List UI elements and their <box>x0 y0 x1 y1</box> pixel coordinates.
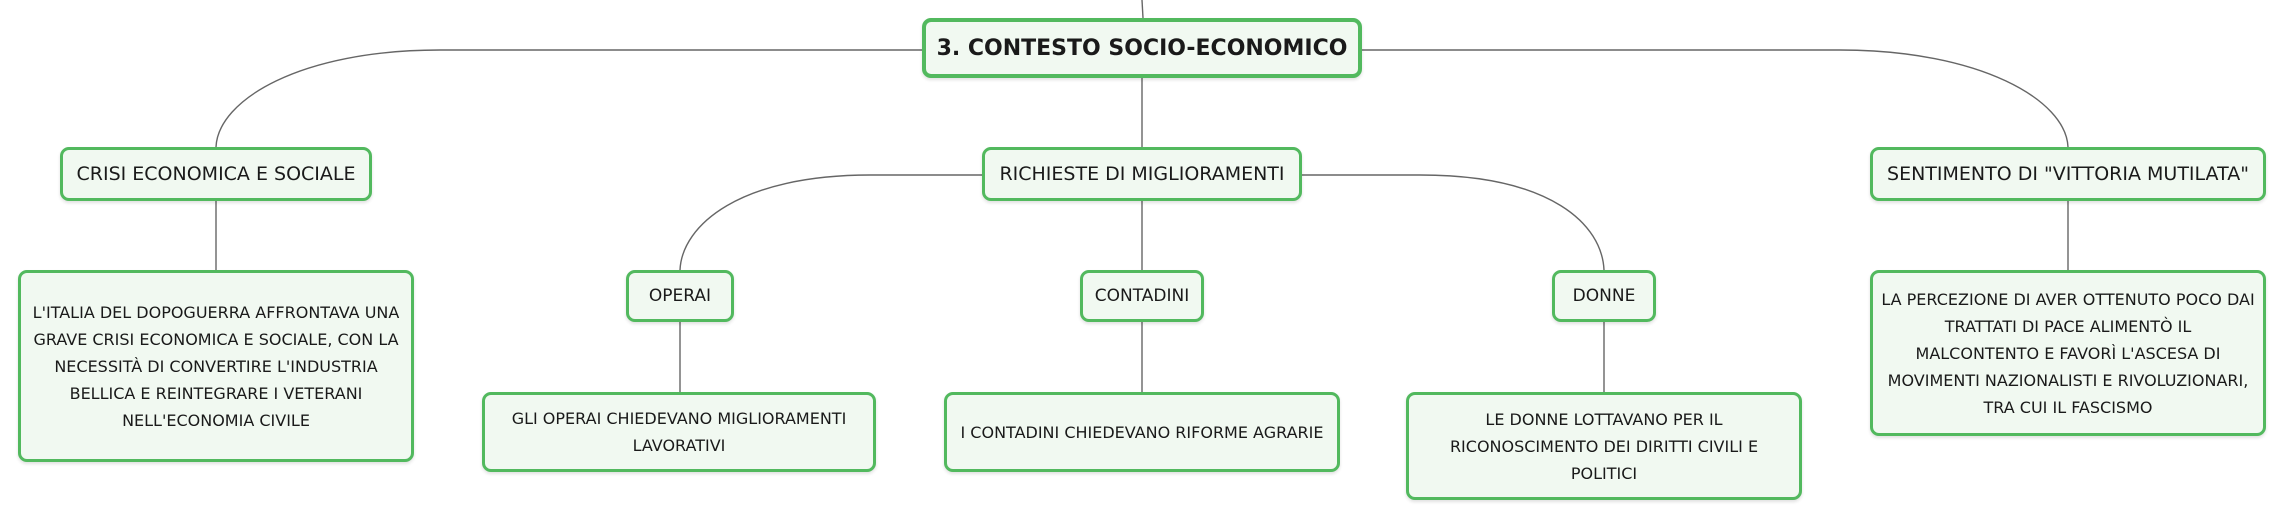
detail-contadini[interactable]: I CONTADINI CHIEDEVANO RIFORME AGRARIE <box>944 392 1340 472</box>
detail-vittoria-mutilata[interactable]: LA PERCEZIONE DI AVER OTTENUTO POCO DAI … <box>1870 270 2266 436</box>
subtopic-operai[interactable]: OPERAI <box>626 270 734 322</box>
connector-root-to-crisi <box>215 49 922 148</box>
connector-root-to-vittoria <box>1362 49 2069 148</box>
connector-richieste-to-operai <box>679 174 982 271</box>
detail-operai-text: GLI OPERAI CHIEDEVANO MIGLIORAMENTI LAVO… <box>511 409 847 455</box>
topic-crisi-economica[interactable]: CRISI ECONOMICA E SOCIALE <box>60 147 372 201</box>
topic-vittoria-mutilata[interactable]: SENTIMENTO DI "VITTORIA MUTILATA" <box>1870 147 2266 201</box>
detail-donne[interactable]: LE DONNE LOTTAVANO PER IL RICONOSCIMENTO… <box>1406 392 1802 500</box>
detail-crisi-economica[interactable]: L'ITALIA DEL DOPOGUERRA AFFRONTAVA UNA G… <box>18 270 414 462</box>
root-node[interactable]: 3. CONTESTO SOCIO-ECONOMICO <box>922 18 1362 78</box>
topic-crisi-economica-label: CRISI ECONOMICA E SOCIALE <box>76 163 356 185</box>
subtopic-contadini-label: CONTADINI <box>1094 286 1190 306</box>
detail-donne-text: LE DONNE LOTTAVANO PER IL RICONOSCIMENTO… <box>1449 409 1759 483</box>
subtopic-donne[interactable]: DONNE <box>1552 270 1656 322</box>
topic-richieste-miglioramenti[interactable]: RICHIESTE DI MIGLIORAMENTI <box>982 147 1302 201</box>
connector-richieste-to-donne <box>1302 174 1605 271</box>
topic-richieste-miglioramenti-label: RICHIESTE DI MIGLIORAMENTI <box>999 163 1285 185</box>
detail-contadini-text: I CONTADINI CHIEDEVANO RIFORME AGRARIE <box>960 422 1324 442</box>
detail-operai[interactable]: GLI OPERAI CHIEDEVANO MIGLIORAMENTI LAVO… <box>482 392 876 472</box>
subtopic-operai-label: OPERAI <box>648 286 712 306</box>
subtopic-contadini[interactable]: CONTADINI <box>1080 270 1204 322</box>
detail-crisi-economica-text: L'ITALIA DEL DOPOGUERRA AFFRONTAVA UNA G… <box>32 302 400 430</box>
detail-vittoria-mutilata-text: LA PERCEZIONE DI AVER OTTENUTO POCO DAI … <box>1881 289 2255 417</box>
subtopic-donne-label: DONNE <box>1572 286 1636 306</box>
root-label: 3. CONTESTO SOCIO-ECONOMICO <box>936 35 1348 61</box>
topic-vittoria-mutilata-label: SENTIMENTO DI "VITTORIA MUTILATA" <box>1887 163 2249 185</box>
connector-top-stub <box>1141 0 1144 19</box>
